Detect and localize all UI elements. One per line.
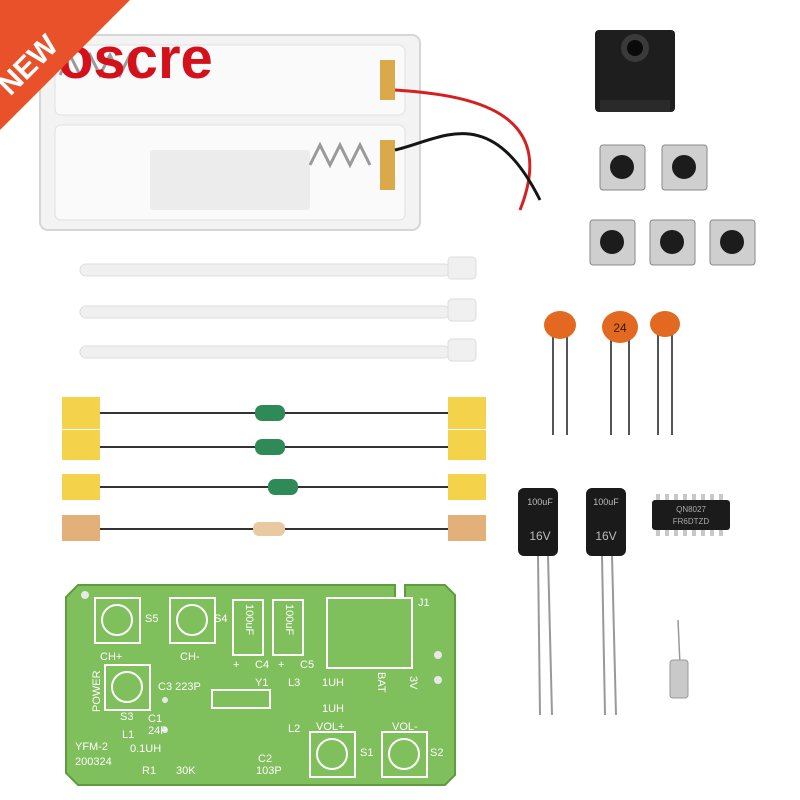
pcb-bat: BAT (375, 672, 387, 693)
pcb-l2-value: 1UH (322, 703, 344, 715)
tact-switch (709, 219, 756, 266)
pcb-l1: L1 (122, 729, 134, 741)
inductor (255, 405, 285, 421)
new-badge: NEW (0, 0, 130, 130)
axial-components (62, 397, 486, 541)
cable-tie (79, 305, 451, 319)
pcb-c5: C5 (300, 659, 314, 671)
pcb-board: S5 S4 CH+ CH- POWER S3 C3 223P C1 24P L1… (65, 584, 456, 786)
pcb-c1-value: 24P (148, 725, 168, 737)
cable-tie (79, 345, 451, 359)
audio-jack (595, 30, 675, 112)
pcb-c1: C1 (148, 713, 162, 725)
pcb-3v: 3V (407, 676, 419, 690)
tact-switch (599, 144, 646, 191)
pcb-l3-value: 1UH (322, 677, 344, 689)
tact-switch (661, 144, 708, 191)
pcb-s3: S3 (120, 711, 133, 723)
pcb-c2-value: 103P (256, 765, 282, 777)
pcb-plus-2: + (278, 659, 284, 671)
resistor (253, 522, 285, 536)
pcb-c4: C4 (255, 659, 269, 671)
electrolytic-capacitors: 100uF 16V 100uF 16V (518, 488, 626, 716)
inductor (255, 439, 285, 455)
tact-switch (589, 219, 636, 266)
ic-marking-2: FR6DTZD (673, 517, 710, 526)
pcb-vol-minus: VOL- (392, 721, 418, 733)
pcb-model: YFM-2 (75, 741, 108, 753)
pcb-ch-minus: CH- (180, 651, 200, 663)
pcb-ch-plus: CH+ (100, 651, 122, 663)
electrolytic-label: 100uF (527, 497, 553, 507)
tactile-buttons (589, 144, 756, 266)
pcb-l3: L3 (288, 677, 300, 689)
pcb-y1: Y1 (255, 677, 268, 689)
cable-tie (79, 263, 451, 277)
pcb-l2: L2 (288, 723, 300, 735)
pcb-c5-value: 100uF (283, 604, 295, 635)
pcb-r1: R1 (142, 765, 156, 777)
red-wire (394, 88, 532, 211)
pcb-s1: S1 (360, 747, 373, 759)
pcb-c2: C2 (258, 753, 272, 765)
ic-marking-1: QN8027 (676, 505, 706, 514)
pcb-j1: J1 (418, 597, 430, 609)
crystal-oscillator (669, 619, 689, 699)
electrolytic-label: 100uF (593, 497, 619, 507)
inductor (268, 479, 298, 495)
battery-holder (39, 34, 421, 231)
pcb-vol-plus: VOL+ (316, 721, 344, 733)
pcb-s4: S4 (214, 613, 227, 625)
pcb-c4-value: 100uF (243, 604, 255, 635)
electrolytic-voltage: 16V (529, 529, 550, 543)
pcb-s2: S2 (430, 747, 443, 759)
pcb-r1-value: 30K (176, 765, 196, 777)
ceramic-capacitors: 24 (544, 311, 680, 435)
pcb-plus-1: + (233, 659, 239, 671)
tact-switch (649, 219, 696, 266)
black-wire (394, 132, 542, 201)
pcb-date: 200324 (75, 756, 112, 768)
electrolytic-voltage: 16V (595, 529, 616, 543)
pcb-l1-value: 0.1UH (130, 743, 161, 755)
ic-chip: QN8027 FR6DTZD (652, 494, 730, 536)
pcb-c3: C3 223P (158, 681, 201, 693)
cable-ties (79, 256, 477, 362)
ceramic-cap-label: 24 (613, 321, 627, 335)
pcb-s5: S5 (145, 613, 158, 625)
pcb-power: POWER (91, 670, 103, 712)
